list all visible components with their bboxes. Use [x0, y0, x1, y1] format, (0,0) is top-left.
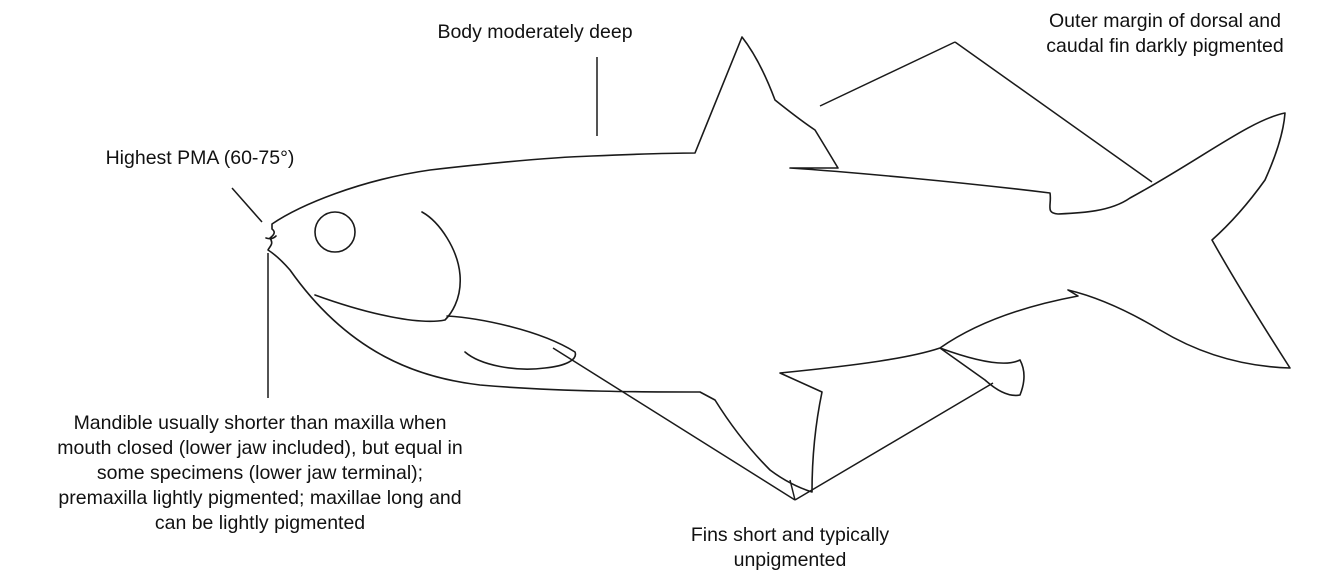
label-line: Body moderately deep [385, 20, 685, 45]
label-line: Mandible usually shorter than maxilla wh… [0, 411, 520, 436]
leader-pectoral-fin [553, 348, 795, 500]
label-line: caudal fin darkly pigmented [1000, 34, 1322, 59]
label-pma: Highest PMA (60-75°) [65, 146, 335, 171]
fish-pectoral-fin [447, 316, 575, 369]
label-line: Outer margin of dorsal and [1000, 9, 1322, 34]
label-mandible: Mandible usually shorter than maxilla wh… [0, 411, 520, 536]
label-line: mouth closed (lower jaw included), but e… [0, 436, 520, 461]
label-fins: Fins short and typically unpigmented [640, 523, 940, 573]
label-line: Fins short and typically [640, 523, 940, 548]
leader-caudal-margin [955, 42, 1152, 182]
label-line: some specimens (lower jaw terminal); [0, 461, 520, 486]
fish-operculum [315, 212, 460, 321]
label-line: Highest PMA (60-75°) [65, 146, 335, 171]
fish-eye [315, 212, 355, 252]
label-line: unpigmented [640, 548, 940, 573]
leader-dorsal-margin [820, 42, 955, 106]
leader-pma [232, 188, 262, 222]
leader-pelvic-fin [795, 383, 993, 500]
label-body-depth: Body moderately deep [385, 20, 685, 45]
label-line: can be lightly pigmented [0, 511, 520, 536]
label-line: premaxilla lightly pigmented; maxillae l… [0, 486, 520, 511]
label-fin-margin: Outer margin of dorsal and caudal fin da… [1000, 9, 1322, 59]
